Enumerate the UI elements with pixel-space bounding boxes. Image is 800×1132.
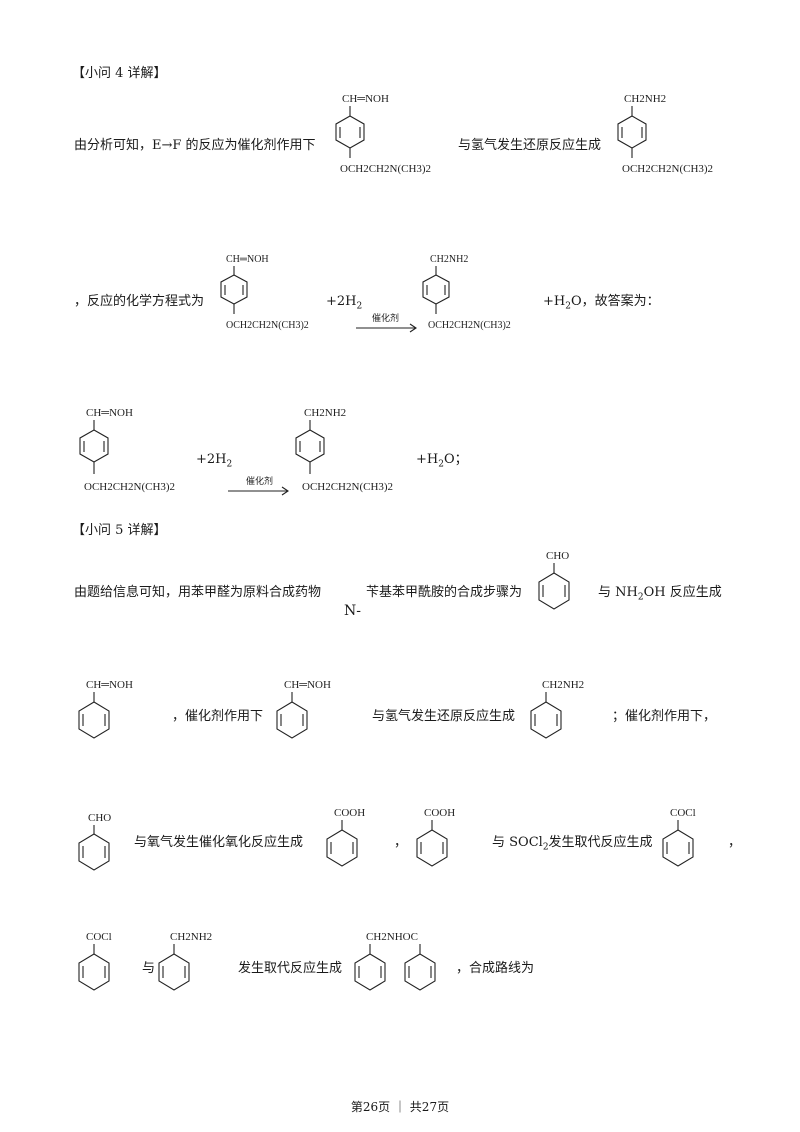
molecule-benzaldehyde-1: CHO [538, 550, 570, 610]
q5-reduce: 与氢气发生还原反应生成 [372, 709, 516, 724]
q5-heading: 【小问 5 详解】 [72, 523, 167, 538]
q4-mid-text: 与氢气发生还原反应生成 [458, 138, 602, 153]
q5-semi-cat: ；催化剂作用下， [612, 709, 717, 724]
q5-socl: 与 SOCl2发生取代反应生成 [492, 835, 653, 853]
molecule-amine-ether: CH2NH2 OCH2CH2N(CH3)2 [617, 93, 713, 175]
amide-label: CH2NHOC [366, 931, 418, 943]
plus-h2-ans: +2H2 [196, 452, 233, 470]
catalyst-label: 催化剂 [246, 475, 273, 486]
molecule-benzoyl-chloride-1: COCl [662, 807, 696, 867]
amine-label: CH2NH2 [170, 931, 212, 943]
molecule-oxime-ether-ans: CH═NOH OCH2CH2N(CH3)2 [79, 407, 175, 493]
oxime-label: CH═NOH [86, 407, 133, 419]
molecule-benzoic-acid-1: COOH [326, 807, 365, 867]
catalyst-label: 催化剂 [372, 312, 399, 323]
q5-line1a: 由题给信息可知，用苯甲醛为原料合成药物 [74, 585, 322, 600]
q5-oxidize: 与氧气发生催化氧化反应生成 [134, 835, 304, 850]
oxime-label: CH═NOH [226, 254, 269, 265]
h2o-end: +H2O； [416, 452, 468, 470]
cocl-label: COCl [670, 807, 696, 819]
molecule-oxime-ether: CH═NOH OCH2CH2N(CH3)2 [335, 93, 431, 175]
oxime-label: CH═NOH [342, 93, 389, 105]
molecule-amine-ether-ans: CH2NH2 OCH2CH2N(CH3)2 [295, 407, 393, 493]
reaction-arrow: 催化剂 [356, 312, 417, 333]
plus-h2: +2H2 [326, 294, 363, 312]
ether-label: OCH2CH2N(CH3)2 [622, 163, 713, 175]
molecule-benzaldoxime-1: CH═NOH [78, 679, 133, 739]
molecule-benzylamine-2: CH2NH2 [158, 931, 212, 991]
cho-label: CHO [88, 812, 111, 824]
cho-label: CHO [546, 550, 569, 562]
q4-eq-lead: ，反应的化学方程式为 [74, 294, 205, 309]
cooh-label: COOH [424, 807, 455, 819]
q4-intro-text: 由分析可知，E→F 的反应为催化剂作用下 [74, 138, 316, 153]
molecule-benzoic-acid-2: COOH [416, 807, 455, 867]
ether-label: OCH2CH2N(CH3)2 [302, 481, 393, 493]
oxime-label: CH═NOH [284, 679, 331, 691]
amine-label: CH2NH2 [542, 679, 584, 691]
ether-label: OCH2CH2N(CH3)2 [84, 481, 175, 493]
reaction-arrow-ans: 催化剂 [228, 475, 289, 496]
q5-with: 与 [142, 961, 156, 976]
molecule-n-benzylbenzamide: CH2NHOC [354, 931, 436, 991]
q4-heading: 【小问 4 详解】 [72, 66, 167, 81]
molecule-benzoyl-chloride-2: COCl [78, 931, 112, 991]
cocl-label: COCl [86, 931, 112, 943]
amine-label: CH2NH2 [624, 93, 666, 105]
page-footer: 第26页 ｜ 共27页 [350, 1100, 450, 1114]
molecule-benzylamine-1: CH2NH2 [530, 679, 584, 739]
q5-n-dash: N- [344, 603, 361, 619]
q5-trailing-comma: ， [728, 835, 742, 850]
amine-label: CH2NH2 [430, 254, 468, 265]
q5-cat-under: ，催化剂作用下 [172, 709, 264, 724]
molecule-benzaldehyde-2: CHO [78, 812, 111, 871]
q5-line1b: 苄基苯甲酰胺的合成步骤为 [366, 585, 523, 600]
oxime-label: CH═NOH [86, 679, 133, 691]
q4-answer-lead: +H2O，故答案为： [543, 294, 660, 312]
amine-label: CH2NH2 [304, 407, 346, 419]
molecule-benzaldoxime-2: CH═NOH [276, 679, 331, 739]
molecule-oxime-ether-eq: CH═NOH OCH2CH2N(CH3)2 [220, 254, 309, 331]
ether-label: OCH2CH2N(CH3)2 [340, 163, 431, 175]
ether-label: OCH2CH2N(CH3)2 [428, 320, 511, 331]
q5-subst: 发生取代反应生成 [238, 961, 343, 976]
cooh-label: COOH [334, 807, 365, 819]
q5-nh2oh: 与 NH2OH 反应生成 [598, 585, 722, 603]
ether-label: OCH2CH2N(CH3)2 [226, 320, 309, 331]
q5-route: ，合成路线为 [456, 961, 535, 976]
molecule-amine-ether-eq: CH2NH2 OCH2CH2N(CH3)2 [422, 254, 511, 331]
q5-comma: ， [394, 835, 408, 850]
